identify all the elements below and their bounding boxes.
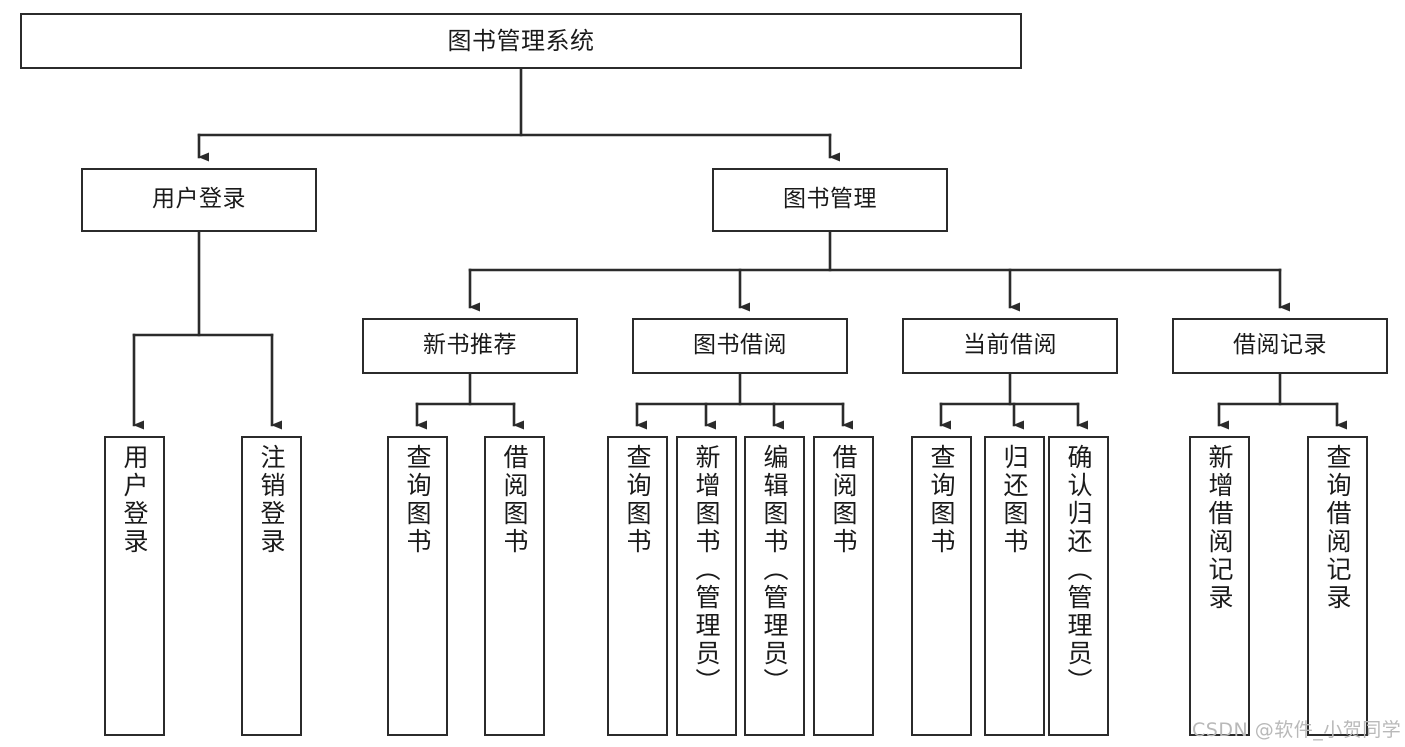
node-leaf-edit-book[interactable]: 编辑图书（管理员）	[744, 436, 805, 736]
node-leaf-user-login-label: 用户登录	[120, 444, 149, 556]
node-leaf-query-book-borrow-label: 查询图书	[623, 444, 652, 556]
node-new-book-rec-label: 新书推荐	[423, 332, 517, 359]
csdn-watermark: CSDN @软件_小贺同学	[1192, 719, 1402, 741]
node-leaf-return-book[interactable]: 归还图书	[984, 436, 1045, 736]
node-leaf-edit-book-label: 编辑图书（管理员）	[760, 444, 789, 696]
node-user-login[interactable]: 用户登录	[81, 168, 317, 232]
node-leaf-add-book[interactable]: 新增图书（管理员）	[676, 436, 737, 736]
node-book-borrow[interactable]: 图书借阅	[632, 318, 848, 374]
node-leaf-query-record-label: 查询借阅记录	[1323, 444, 1352, 612]
node-leaf-add-record-label: 新增借阅记录	[1205, 444, 1234, 612]
node-leaf-query-book-rec-label: 查询图书	[403, 444, 432, 556]
node-leaf-add-book-label: 新增图书（管理员）	[692, 444, 721, 696]
node-leaf-logout-label: 注销登录	[257, 444, 286, 556]
node-current-borrow-label: 当前借阅	[963, 332, 1057, 359]
node-leaf-add-record[interactable]: 新增借阅记录	[1189, 436, 1250, 736]
node-leaf-logout[interactable]: 注销登录	[241, 436, 302, 736]
node-leaf-borrow-book[interactable]: 借阅图书	[813, 436, 874, 736]
node-root[interactable]: 图书管理系统	[20, 13, 1022, 69]
node-leaf-borrow-book-rec[interactable]: 借阅图书	[484, 436, 545, 736]
node-leaf-query-book-cur[interactable]: 查询图书	[911, 436, 972, 736]
node-leaf-user-login[interactable]: 用户登录	[104, 436, 165, 736]
node-book-manage-label: 图书管理	[783, 186, 877, 213]
node-leaf-confirm-return-label: 确认归还（管理员）	[1064, 444, 1093, 696]
node-root-label: 图书管理系统	[447, 26, 595, 55]
node-borrow-record-label: 借阅记录	[1233, 332, 1327, 359]
node-leaf-borrow-book-label: 借阅图书	[829, 444, 858, 556]
node-leaf-query-record[interactable]: 查询借阅记录	[1307, 436, 1368, 736]
node-borrow-record[interactable]: 借阅记录	[1172, 318, 1388, 374]
node-book-manage[interactable]: 图书管理	[712, 168, 948, 232]
node-leaf-borrow-book-rec-label: 借阅图书	[500, 444, 529, 556]
node-leaf-query-book-cur-label: 查询图书	[927, 444, 956, 556]
node-book-borrow-label: 图书借阅	[693, 332, 787, 359]
node-new-book-rec[interactable]: 新书推荐	[362, 318, 578, 374]
node-leaf-query-book-borrow[interactable]: 查询图书	[607, 436, 668, 736]
node-leaf-return-book-label: 归还图书	[1000, 444, 1029, 556]
node-leaf-confirm-return[interactable]: 确认归还（管理员）	[1048, 436, 1109, 736]
node-current-borrow[interactable]: 当前借阅	[902, 318, 1118, 374]
node-user-login-label: 用户登录	[152, 186, 246, 213]
node-leaf-query-book-rec[interactable]: 查询图书	[387, 436, 448, 736]
